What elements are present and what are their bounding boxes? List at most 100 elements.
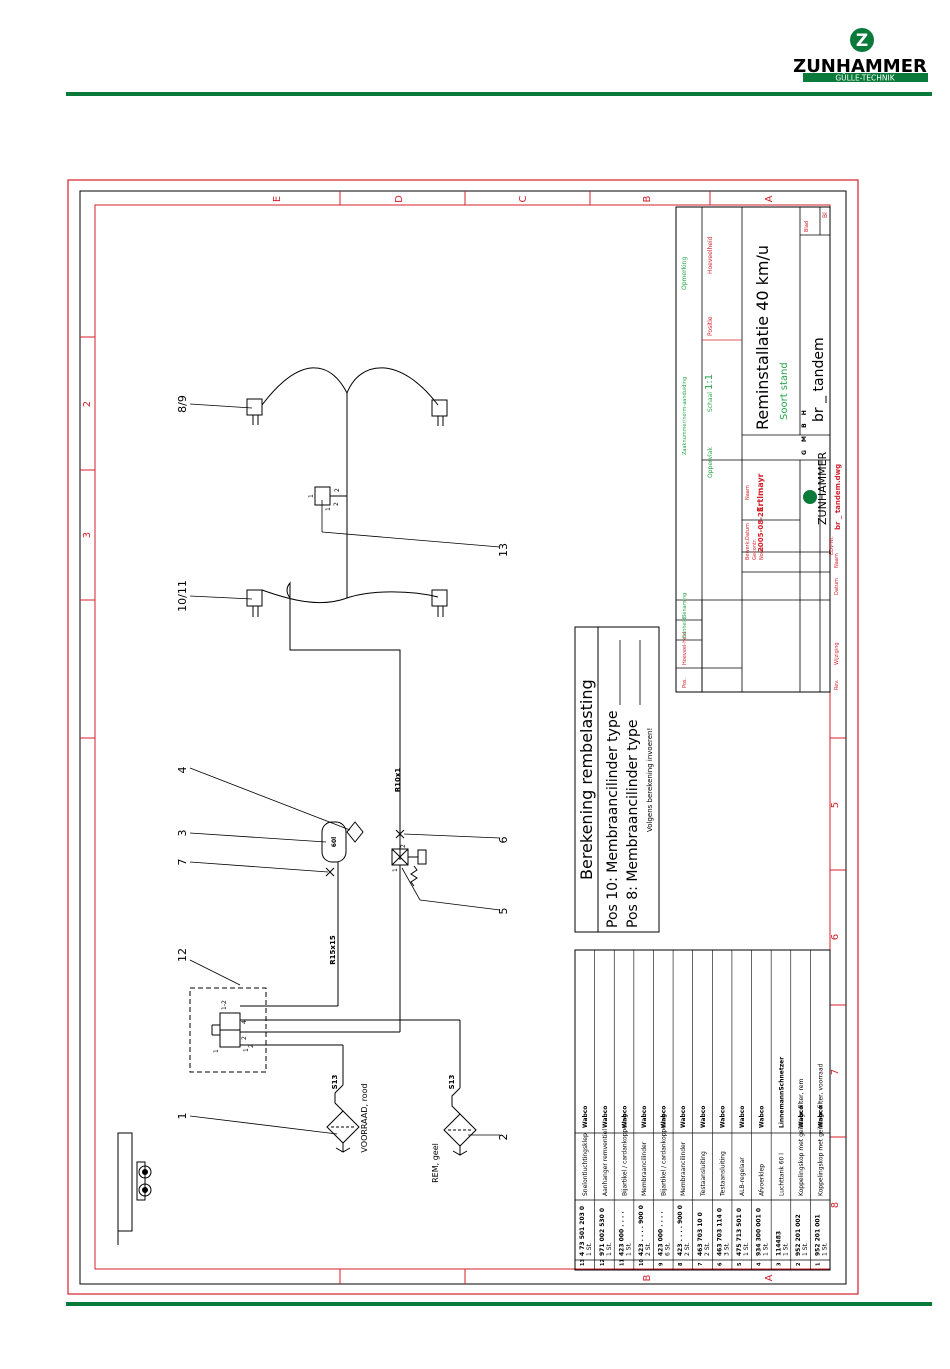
header-rule [66, 92, 932, 96]
parts-cell-qty: 2 St. [704, 1242, 711, 1256]
port-label: 1 [308, 494, 315, 498]
drain-valve [346, 821, 364, 843]
port-label: 1 [325, 507, 332, 511]
author-value: Ertlmayr [756, 473, 765, 512]
date-value: 2005-08-25 [757, 507, 765, 552]
calc-box-border [574, 626, 660, 933]
zone-col-bottom-B: B [642, 1274, 653, 1281]
port-label: 2 [400, 844, 407, 848]
logo-letter: Z [856, 31, 868, 51]
zone-row-8: 8 [830, 1202, 841, 1208]
parts-cell-maker: Wabco [621, 1106, 628, 1128]
parts-cell-maker: Wabco [602, 1106, 609, 1128]
footer-rule [66, 1302, 932, 1306]
parts-cell-qty: 3 St. [723, 1242, 730, 1256]
parts-cell-code: 971 002 530 0 [599, 1208, 606, 1256]
parts-cell-pos: 7 [698, 1262, 704, 1266]
zone-ticks [80, 191, 846, 1284]
callout-13: 13 [497, 543, 510, 557]
label-edv: EDV-Nr. [829, 536, 835, 555]
parts-cell-maker: Wabco [680, 1106, 687, 1128]
label-date: Datum [745, 523, 751, 540]
parts-cell-maker: Wabco [719, 1106, 726, 1128]
pipe-label-r10: R10x1 [394, 768, 402, 793]
hose-control [451, 1087, 461, 1115]
callout-8-9: 8/9 [176, 395, 189, 413]
callout-1: 1 [176, 1113, 189, 1120]
company-gmbh: G M B H [801, 407, 808, 455]
parts-cell-code: 4 73 501 203 0 [579, 1206, 586, 1256]
drawing-frame: E D C B A B A 2 3 5 6 7 8 [67, 179, 859, 1295]
parts-cell-desc: Bijartikel / cardankoppeling [621, 1114, 628, 1196]
brand-logo: Z ZUNHAMMER GÜLLE-TECHNIK [793, 28, 928, 83]
logo-emblem [850, 28, 874, 52]
callout-10-11: 10/11 [176, 580, 189, 612]
coupling-head-supply [326, 1110, 360, 1153]
tank-volume-label: 60l [331, 837, 338, 847]
parts-cell-desc: Aanhanger remventiel [602, 1129, 609, 1196]
parts-cell-maker: Wabco [759, 1106, 766, 1128]
parts-cell-maker: LinnemannSchnetzer [778, 1057, 785, 1128]
parts-cell-qty: 1 St. [822, 1242, 829, 1256]
rev-name-label: Naam [834, 553, 840, 568]
coupling-label-supply: VOORRAAD, rood [360, 1083, 369, 1152]
quick-release-valve [314, 486, 331, 506]
coupling-head-control [443, 1113, 477, 1156]
parts-cell-desc: Koppelingskop met geïntegr. filter, rem [798, 1079, 805, 1196]
parts-cell-pos: 13 [580, 1259, 586, 1266]
parts-cell-code: 463 703 114 0 [716, 1208, 723, 1256]
pipe-label-s13-supply: S13 [331, 1074, 339, 1089]
parts-list-border [574, 949, 831, 1271]
list-header-qty: Hoeveel-heid [682, 632, 688, 665]
callout-12: 12 [176, 948, 189, 962]
parts-cell-pos: 4 [757, 1262, 763, 1266]
brake-cylinder-10-11-left [246, 589, 263, 617]
parts-cell-desc: ALB-regelaar [739, 1157, 746, 1196]
port-label: 2 [241, 1036, 248, 1040]
brand-name: ZUNHAMMER [793, 56, 927, 77]
parts-cell-code: 475 713 501 0 [736, 1208, 743, 1256]
label-edited: Bewerk. [745, 539, 751, 560]
header-position: Positie [707, 316, 714, 336]
title-block-logo [803, 490, 817, 504]
sheet-value: Bl [822, 212, 829, 218]
port-label: 2 [248, 1044, 255, 1048]
parts-cell-pos: 11 [619, 1259, 625, 1266]
parts-cell-desc: Bijartikel / cardankoppeling [661, 1114, 668, 1196]
parts-cell-code: 114483 [775, 1231, 782, 1256]
parts-cell-qty: 1 St. [763, 1242, 770, 1256]
zone-col-A: A [764, 195, 775, 202]
outer-border [67, 179, 859, 1295]
callout-6: 6 [497, 837, 510, 844]
label-sheet: Blad [804, 221, 810, 232]
title-block-company: ZUNHAMMER [816, 451, 829, 525]
header-norm: Zaaknummer/norm-aanduiding [682, 377, 688, 455]
parts-cell-pos: 5 [737, 1262, 743, 1266]
calc-box-title: Berekening rembelasting [577, 679, 596, 880]
rear-axle-line [261, 367, 439, 406]
parts-cell-code: 952 201 002 [795, 1214, 802, 1256]
drawing-name: br _ tandem [811, 337, 827, 422]
coupling-label-brake: REM, geel [431, 1143, 440, 1183]
list-header-name: Benaming [682, 593, 688, 618]
parts-cell-code: 463 703 10 0 [697, 1212, 704, 1256]
zone-row-5: 5 [830, 802, 841, 808]
brake-cylinder-8-9-left [246, 398, 263, 425]
parts-cell-maker: Wabco [818, 1106, 825, 1128]
port-label: 2 [333, 502, 340, 506]
parts-cell-code: 934 300 001 0 [756, 1208, 763, 1256]
brake-cylinder-8-9-right [431, 399, 448, 426]
parts-cell-desc: Snelontluchtingsklep [582, 1133, 589, 1196]
header-surface: Oppervlak [707, 447, 714, 478]
parts-cell-qty: 2 St. [684, 1242, 691, 1256]
test-connection-6 [395, 829, 405, 839]
parts-cell-desc: Testaansluiting [719, 1151, 726, 1197]
brake-schematic [117, 367, 501, 1245]
parts-cell-qty: 1 St. [782, 1242, 789, 1256]
callout-2: 2 [497, 1134, 510, 1141]
label-name: Naam [745, 485, 751, 500]
rev-change-label: Wijziging [834, 642, 840, 665]
zone-col-D: D [394, 195, 405, 203]
rev-label: Rev. [834, 679, 840, 690]
brake-calculation-box: Berekening rembelasting Pos 10: Membraan… [574, 626, 660, 933]
